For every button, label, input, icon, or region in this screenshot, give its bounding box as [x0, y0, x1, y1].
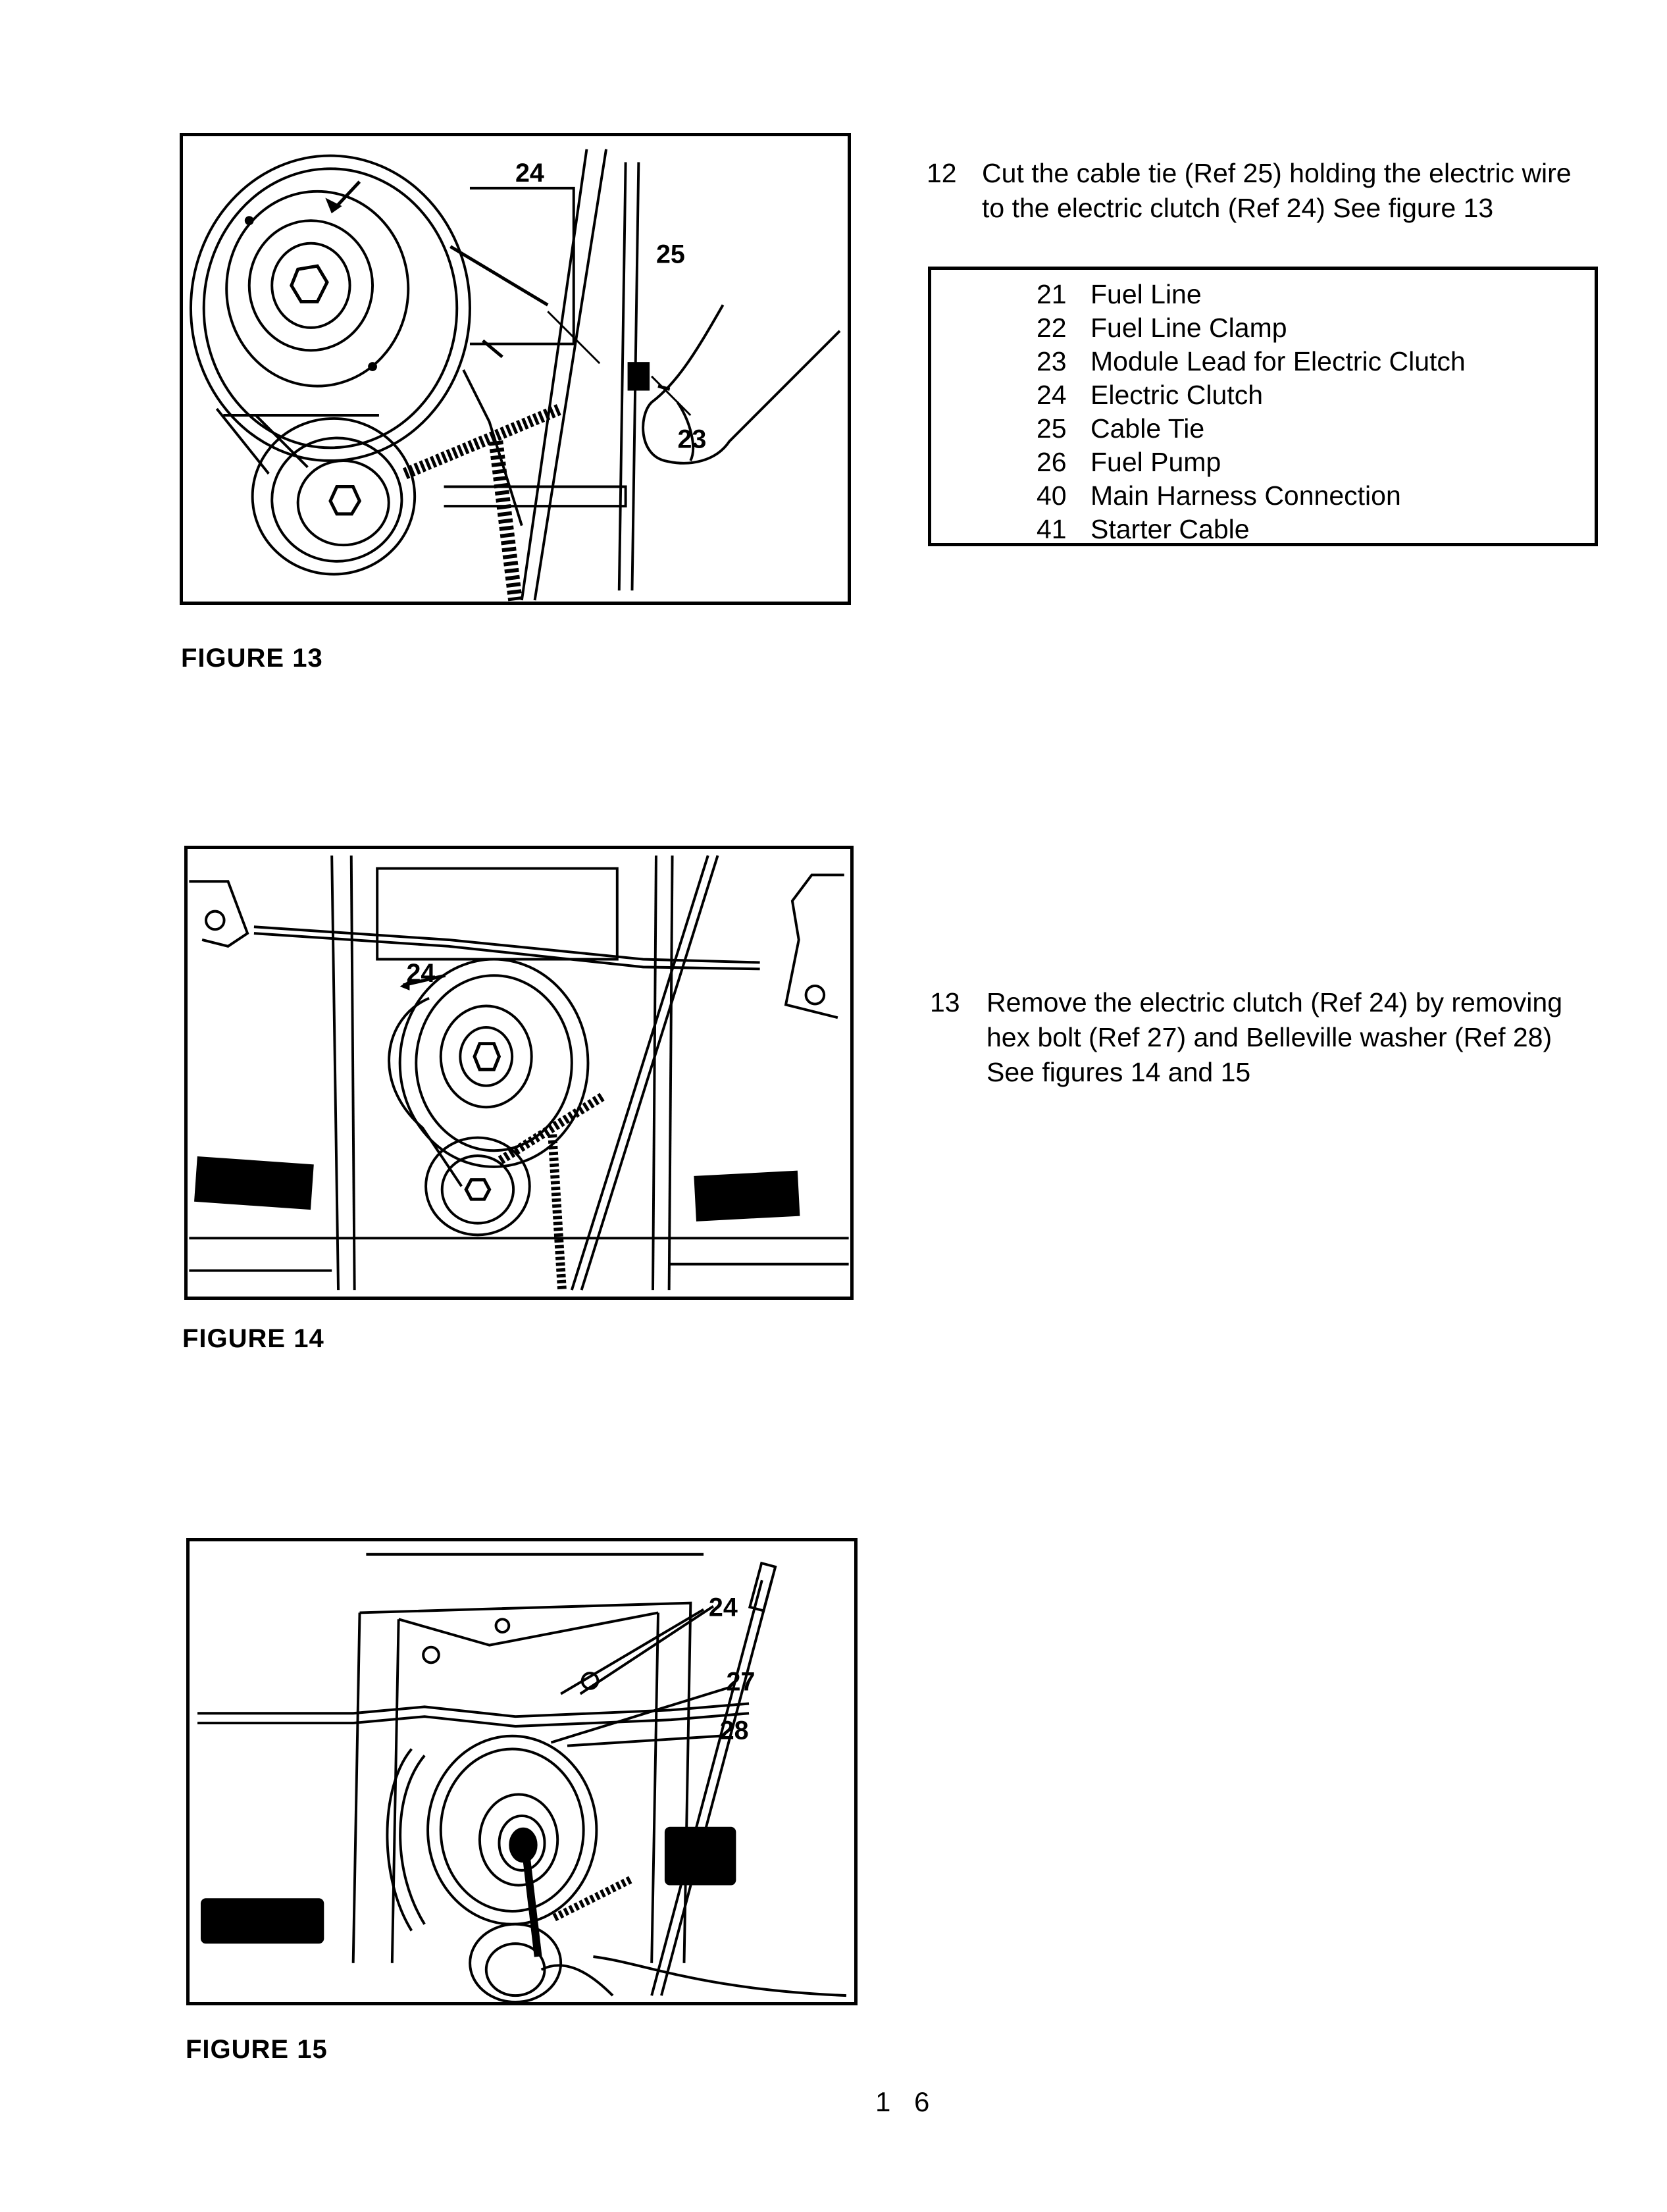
- figure-14-illustration: 24: [184, 846, 854, 1300]
- legend-label: Fuel Line Clamp: [1090, 313, 1287, 343]
- legend-item: 26 Fuel Pump: [1037, 446, 1221, 479]
- step-number: 13: [930, 987, 960, 1017]
- legend-item: 23 Module Lead for Electric Clutch: [1037, 345, 1466, 378]
- clutch-pulley-drawing: 24 25 23: [190, 149, 841, 602]
- legend-ref: 25: [1037, 413, 1067, 444]
- legend-label: Module Lead for Electric Clutch: [1090, 346, 1466, 376]
- step-12: 12 Cut the cable tie (Ref 25) holding th…: [927, 156, 1657, 228]
- step-line: to the electric clutch (Ref 24) See figu…: [982, 193, 1494, 223]
- figure-15-illustration: 24 27 28: [186, 1538, 858, 2005]
- legend-item: 24 Electric Clutch: [1037, 378, 1263, 412]
- step-line: Remove the electric clutch (Ref 24) by r…: [987, 987, 1563, 1017]
- legend-ref: 24: [1037, 380, 1067, 410]
- step-line: Cut the cable tie (Ref 25) holding the e…: [982, 158, 1572, 188]
- legend-item: 25 Cable Tie: [1037, 412, 1204, 446]
- callout-25: 25: [656, 240, 685, 269]
- callout-23: 23: [678, 424, 707, 453]
- callout-24: 24: [515, 159, 544, 188]
- legend-item: 40 Main Harness Connection: [1037, 479, 1401, 513]
- legend-label: Main Harness Connection: [1090, 480, 1401, 511]
- step-line: hex bolt (Ref 27) and Belleville washer …: [987, 1022, 1552, 1052]
- legend-label: Electric Clutch: [1090, 380, 1264, 410]
- legend-label: Fuel Line: [1090, 279, 1202, 309]
- clutch-removal-drawing: 24 27 28: [197, 1553, 847, 2002]
- legend-ref: 40: [1037, 480, 1067, 511]
- legend-item: 41 Starter Cable: [1037, 513, 1250, 546]
- page-number: 1 6: [875, 2086, 938, 2117]
- figure-15-caption: FIGURE 15: [186, 2035, 328, 2064]
- callout-24: 24: [407, 959, 436, 988]
- clutch-frame-drawing: 24: [189, 855, 849, 1291]
- step-13: 13 Remove the electric clutch (Ref 24) b…: [930, 985, 1660, 1091]
- legend-ref: 22: [1037, 313, 1067, 343]
- legend-label: Starter Cable: [1090, 514, 1250, 544]
- legend-ref: 23: [1037, 346, 1067, 376]
- callout-27: 27: [727, 1668, 756, 1697]
- legend-ref: 21: [1037, 279, 1067, 309]
- callout-24: 24: [709, 1593, 738, 1622]
- step-line: See figures 14 and 15: [987, 1057, 1251, 1087]
- legend-item: 22 Fuel Line Clamp: [1037, 311, 1287, 345]
- figure-13-caption: FIGURE 13: [181, 644, 323, 673]
- parts-legend: 21 Fuel Line 22 Fuel Line Clamp 23 Module L…: [928, 267, 1598, 546]
- legend-item: 21 Fuel Line: [1037, 278, 1202, 311]
- step-number: 12: [927, 158, 957, 188]
- legend-ref: 41: [1037, 514, 1067, 544]
- callout-28: 28: [720, 1716, 749, 1745]
- legend-ref: 26: [1037, 447, 1067, 477]
- legend-label: Fuel Pump: [1090, 447, 1221, 477]
- figure-14-caption: FIGURE 14: [182, 1324, 324, 1353]
- legend-label: Cable Tie: [1090, 413, 1205, 444]
- figure-13-illustration: 24 25 23: [180, 133, 851, 605]
